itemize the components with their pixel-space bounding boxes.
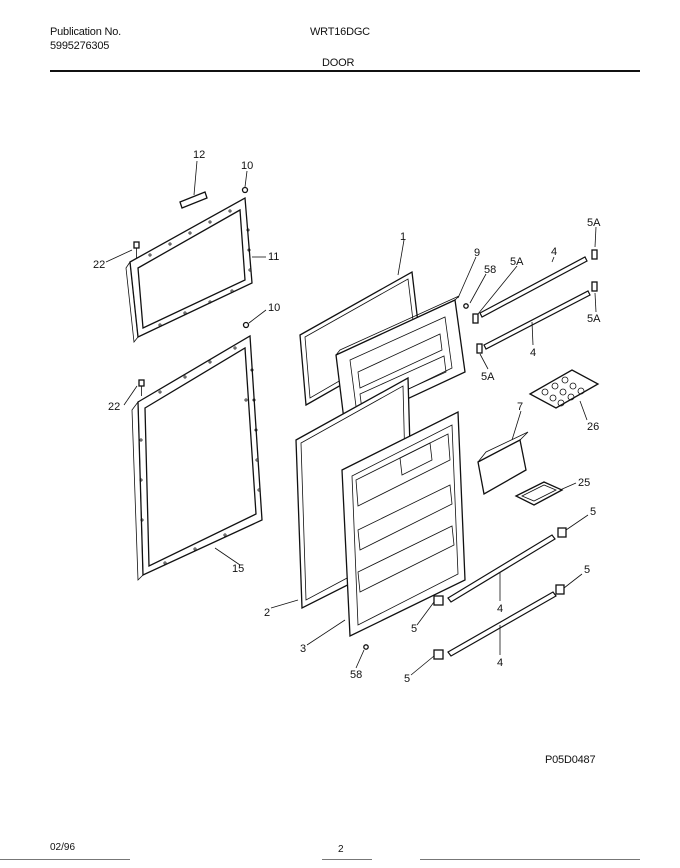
callout-2: 2 xyxy=(264,607,270,619)
callout-11: 11 xyxy=(268,251,279,263)
section-title: DOOR xyxy=(322,57,355,69)
end-cap-5-right-upper xyxy=(557,527,567,538)
callout-3: 3 xyxy=(300,643,306,655)
callout-9: 9 xyxy=(474,247,480,259)
publication-number: 5995276305 xyxy=(50,40,110,52)
freezer-rod-lower xyxy=(483,290,591,350)
screw-freezer xyxy=(133,241,140,258)
butter-tray xyxy=(514,481,564,506)
screw-fresh-food xyxy=(138,379,145,396)
screw-58-top xyxy=(463,303,469,309)
end-cap-5A-right-lower xyxy=(591,281,598,292)
drawing-id: P05D0487 xyxy=(545,754,596,766)
callout-1: 1 xyxy=(400,231,406,243)
screw-58-bottom xyxy=(363,644,369,650)
freezer-rod-upper xyxy=(479,256,588,318)
leader-lines xyxy=(105,160,597,676)
callout-5-left-upper: 5 xyxy=(411,623,417,635)
fresh-food-inner-door xyxy=(341,410,466,638)
nameplate-badge xyxy=(179,191,208,209)
fresh-food-rod-lower xyxy=(447,591,557,657)
footer-rule-mid xyxy=(322,859,372,860)
callout-7: 7 xyxy=(517,401,523,413)
freezer-inner-door xyxy=(335,295,466,429)
callout-4-top: 4 xyxy=(551,246,557,258)
callout-26: 26 xyxy=(587,421,599,433)
footer-date: 02/96 xyxy=(50,842,76,853)
callout-5A-right-bottom: 5A xyxy=(587,313,601,325)
callout-25: 25 xyxy=(578,477,590,489)
fresh-food-rod-upper xyxy=(447,534,556,603)
end-cap-5-right-lower xyxy=(555,584,565,595)
fresh-food-door-frame xyxy=(131,334,263,581)
end-cap-5A-left-lower xyxy=(476,343,483,354)
freezer-door-frame xyxy=(125,196,253,344)
callout-10-top: 10 xyxy=(241,160,253,172)
callout-22-mid: 22 xyxy=(108,401,120,413)
footer-rule-left xyxy=(0,859,130,860)
dairy-compartment xyxy=(477,431,529,496)
callout-4-mid: 4 xyxy=(530,347,536,359)
callout-15: 15 xyxy=(232,563,244,575)
callout-5A-left-bottom: 5A xyxy=(481,371,495,383)
callout-58-top: 58 xyxy=(484,264,496,276)
callout-5-left-lower: 5 xyxy=(404,673,410,685)
callout-12: 12 xyxy=(193,149,205,161)
end-cap-5A-left-upper xyxy=(472,313,479,324)
end-cap-5-left-upper xyxy=(433,595,444,606)
header-rule xyxy=(50,70,640,72)
publication-label: Publication No. xyxy=(50,26,121,38)
callout-4-bottom: 4 xyxy=(497,657,503,669)
callout-10-mid: 10 xyxy=(268,302,280,314)
screw-plug-fresh-food xyxy=(242,321,250,329)
callout-5-mid: 5 xyxy=(584,564,590,576)
callout-22-top: 22 xyxy=(93,259,105,271)
screw-plug-freezer xyxy=(241,186,249,194)
footer-rule-right xyxy=(420,859,640,860)
end-cap-5-left-lower xyxy=(433,649,444,660)
callout-5-top: 5 xyxy=(590,506,596,518)
model-number: WRT16DGC xyxy=(310,26,370,38)
callout-4-lower: 4 xyxy=(497,603,503,615)
end-cap-5A-right-upper xyxy=(591,249,598,260)
page-number: 2 xyxy=(338,844,344,855)
callout-5A-right-top: 5A xyxy=(587,217,601,229)
callout-5A-mid-top: 5A xyxy=(510,256,524,268)
callout-58-bottom: 58 xyxy=(350,669,362,681)
egg-tray xyxy=(528,369,600,409)
